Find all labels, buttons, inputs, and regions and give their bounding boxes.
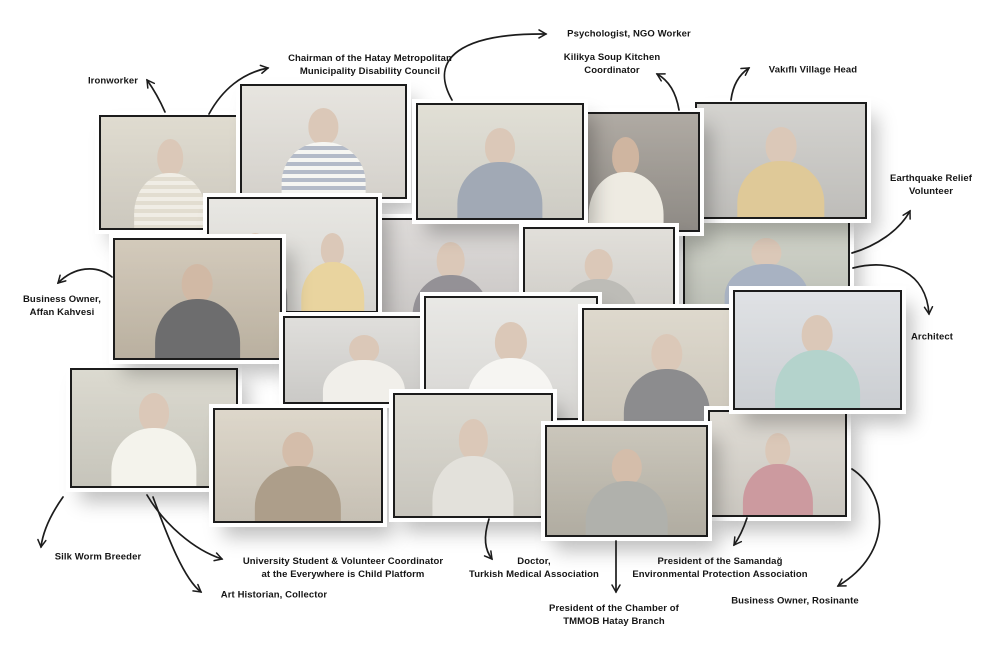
photo-q	[393, 393, 553, 518]
person-silhouette	[154, 263, 241, 358]
arrow-kilikya	[655, 73, 680, 111]
caption-university: University Student & Volunteer Coordinat…	[242, 556, 444, 580]
person-silhouette	[737, 126, 825, 217]
person-silhouette	[254, 432, 342, 521]
arrow-affan	[56, 268, 113, 285]
photo-frame	[708, 410, 847, 517]
person-silhouette	[281, 108, 366, 197]
caption-affan: Business Owner,Affan Kahvesi	[22, 294, 102, 318]
arrow-doctor	[483, 518, 493, 561]
arrow-silkworm	[37, 496, 64, 549]
arrow-vakifli	[730, 67, 751, 101]
caption-silkworm: Silk Worm Breeder	[54, 551, 142, 563]
person-silhouette	[742, 432, 813, 515]
caption-psychologist: Psychologist, NGO Worker	[567, 28, 691, 40]
person-silhouette	[432, 419, 514, 516]
caption-doctor: Doctor,Turkish Medical Association	[469, 556, 599, 580]
person-silhouette	[774, 315, 861, 408]
photo-frame	[283, 316, 445, 404]
photo-frame	[545, 425, 708, 537]
photo-b	[240, 84, 407, 199]
photo-c	[416, 103, 584, 220]
caption-ironworker: Ironworker	[87, 75, 139, 87]
arrow-samandag	[733, 517, 748, 547]
photo-frame	[733, 290, 902, 410]
photo-r	[545, 425, 708, 537]
photo-frame	[416, 103, 584, 220]
photo-frame	[113, 238, 282, 360]
arrow-ironworker	[146, 78, 166, 113]
photo-p	[213, 408, 383, 523]
photo-f	[113, 238, 282, 360]
photo-frame	[240, 84, 407, 199]
photo-e	[695, 102, 867, 219]
person-silhouette	[623, 333, 711, 428]
person-silhouette	[322, 334, 406, 402]
caption-architect: Architect	[910, 331, 954, 343]
person-silhouette	[134, 139, 206, 228]
person-silhouette	[300, 232, 365, 311]
person-silhouette	[588, 137, 664, 230]
person-silhouette	[111, 393, 197, 486]
photo-s	[708, 410, 847, 517]
person-silhouette	[457, 127, 543, 218]
caption-vakifli: Vakıflı Village Head	[768, 64, 858, 76]
caption-rosinante: Business Owner, Rosinante	[731, 595, 859, 607]
arrow-university	[146, 494, 224, 562]
photo-frame	[393, 393, 553, 518]
photo-k	[283, 316, 445, 404]
photo-frame	[695, 102, 867, 219]
photo-n	[733, 290, 902, 410]
arrow-psychologist	[443, 29, 548, 101]
caption-arthistorian: Art Historian, Collector	[220, 589, 328, 601]
photo-frame	[213, 408, 383, 523]
arrow-arthistorian	[152, 496, 203, 593]
person-silhouette	[585, 448, 668, 535]
